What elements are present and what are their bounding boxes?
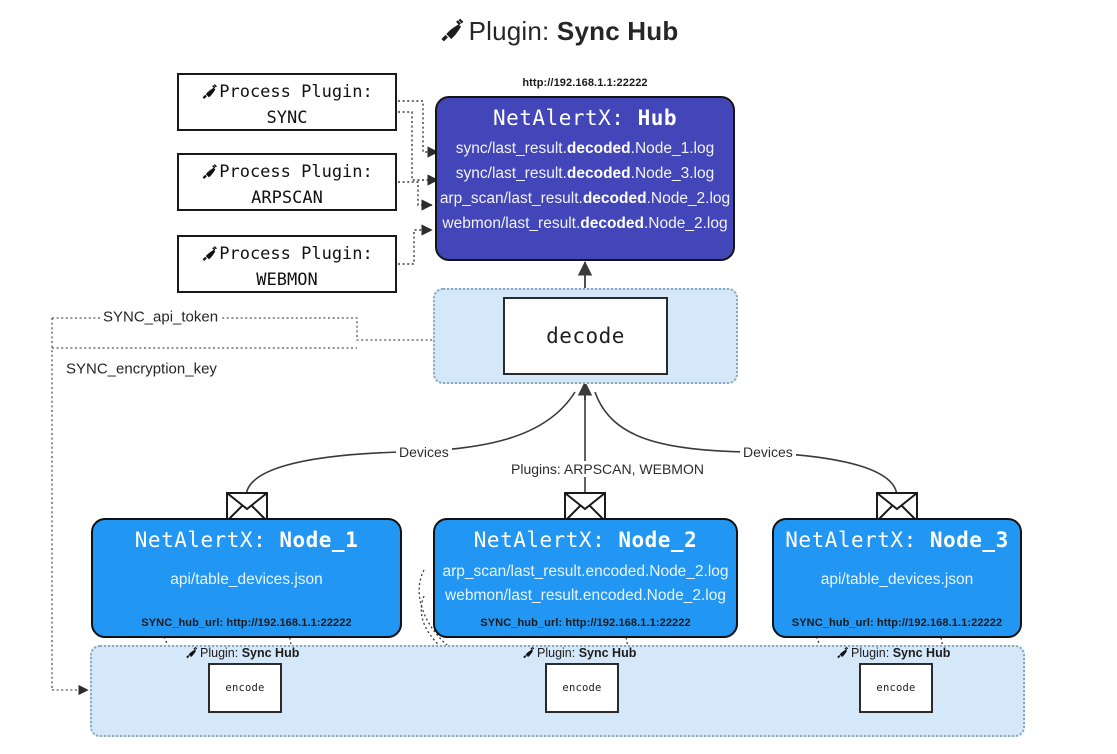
sync-encryption-key-label: SYNC_encryption_key bbox=[63, 360, 220, 378]
process-plugin-box-sync[interactable]: Process Plugin: SYNC bbox=[177, 73, 397, 131]
node-title: NetAlertX: Node_2 bbox=[473, 528, 698, 552]
page-title: Plugin: Sync Hub bbox=[0, 16, 1117, 50]
node-title: NetAlertX: Node_3 bbox=[785, 528, 1009, 552]
process-plugin-label: Process Plugin: bbox=[219, 244, 373, 264]
node-footer: SYNC_hub_url: http://192.168.1.1:22222 bbox=[480, 617, 691, 629]
sync-hub-plugin-label: Plugin: Sync Hub bbox=[836, 646, 950, 662]
edge-label-devices-left: Devices bbox=[396, 444, 452, 460]
edge-label-devices-right: Devices bbox=[740, 444, 796, 460]
node-title: NetAlertX: Node_1 bbox=[134, 528, 359, 552]
hub-log-line: sync/last_result.decoded.Node_1.log bbox=[455, 140, 715, 157]
process-plugin-name: WEBMON bbox=[256, 269, 318, 290]
plug-icon bbox=[439, 17, 465, 50]
encode-box-node-2[interactable]: encode bbox=[545, 663, 619, 713]
hub-log-line: sync/last_result.decoded.Node_3.log bbox=[455, 165, 715, 183]
plug-icon bbox=[836, 646, 849, 662]
hub-title: NetAlertX: Hub bbox=[492, 106, 677, 130]
sync-hub-plugin-label: Plugin: Sync Hub bbox=[522, 646, 636, 662]
node-box-node-3[interactable]: NetAlertX: Node_3 api/table_devices.json… bbox=[772, 518, 1022, 638]
process-plugin-name: SYNC bbox=[266, 107, 308, 128]
node-footer: SYNC_hub_url: http://192.168.1.1:22222 bbox=[141, 617, 352, 629]
node-box-node-2[interactable]: NetAlertX: Node_2 arp_scan/last_result.e… bbox=[433, 518, 738, 638]
hub-log-line: webmon/last_result.decoded.Node_2.log bbox=[442, 215, 728, 233]
plug-icon bbox=[201, 245, 218, 269]
hub-log-line: arp_scan/last_result.decoded.Node_2.log bbox=[439, 190, 731, 208]
edge-label-plugins: Plugins: ARPSCAN, WEBMON bbox=[508, 461, 707, 477]
sync-hub-plugin-label: Plugin: Sync Hub bbox=[185, 646, 299, 662]
envelope-icon bbox=[876, 492, 918, 522]
node-log-line: api/table_devices.json bbox=[170, 571, 323, 588]
process-plugin-box-arpscan[interactable]: Process Plugin: ARPSCAN bbox=[177, 153, 397, 211]
plug-icon bbox=[201, 83, 218, 107]
process-plugin-label: Process Plugin: bbox=[219, 162, 373, 182]
node-footer: SYNC_hub_url: http://192.168.1.1:22222 bbox=[791, 617, 1003, 629]
node-log-line: api/table_devices.json bbox=[820, 571, 974, 588]
plug-icon bbox=[522, 646, 535, 662]
process-plugin-label: Process Plugin: bbox=[219, 82, 373, 102]
encode-box-node-3[interactable]: encode bbox=[859, 663, 933, 713]
hub-box[interactable]: NetAlertX: Hub sync/last_result.decoded.… bbox=[435, 96, 735, 261]
node-box-node-1[interactable]: NetAlertX: Node_1 api/table_devices.json… bbox=[91, 518, 402, 638]
hub-url-label: http://192.168.1.1:22222 bbox=[522, 77, 648, 89]
decode-box[interactable]: decode bbox=[503, 297, 668, 375]
plug-icon bbox=[201, 163, 218, 187]
process-plugin-name: ARPSCAN bbox=[251, 187, 323, 208]
encode-box-node-1[interactable]: encode bbox=[208, 663, 282, 713]
node-log-line: arp_scan/last_result.encoded.Node_2.log bbox=[442, 563, 729, 580]
sync-api-token-label: SYNC_api_token bbox=[100, 308, 222, 326]
process-plugin-box-webmon[interactable]: Process Plugin: WEBMON bbox=[177, 235, 397, 293]
node-log-line: webmon/last_result.encoded.Node_2.log bbox=[445, 587, 726, 605]
page-title-prefix: Plugin: bbox=[468, 16, 557, 46]
plug-icon bbox=[185, 646, 198, 662]
page-title-name: Sync Hub bbox=[556, 16, 679, 46]
